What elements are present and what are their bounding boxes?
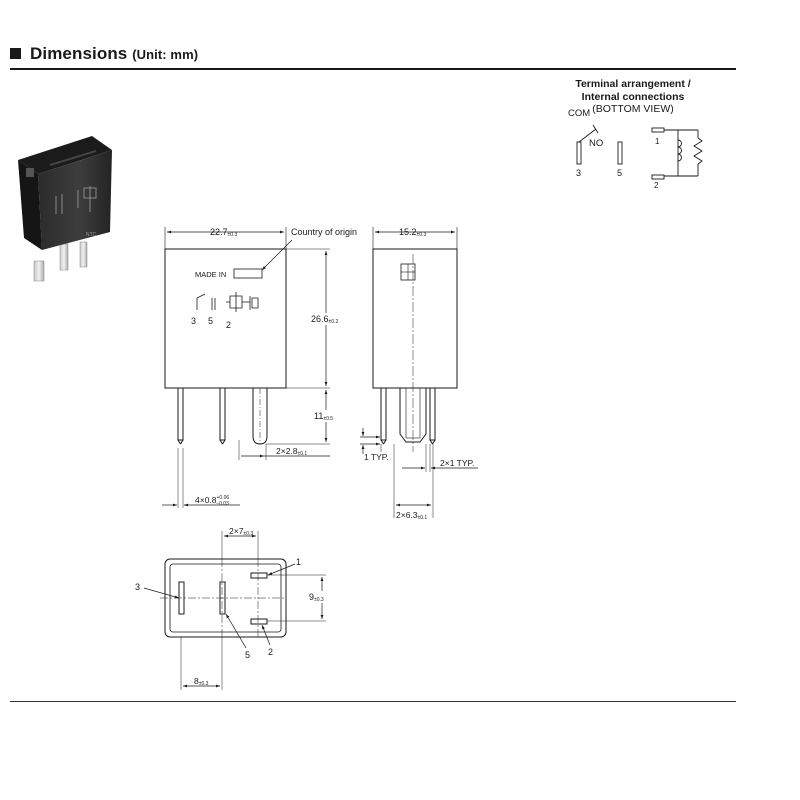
bottom-top-dim: 2×7±0.3 bbox=[229, 526, 253, 537]
bottom-label-5: 5 bbox=[245, 650, 250, 660]
front-label-2: 2 bbox=[226, 320, 231, 330]
side-typ-2: 2×1 TYP. bbox=[440, 458, 474, 468]
front-pin-width-dim: 4×0.8+0.06−0.03 bbox=[195, 495, 229, 507]
side-typ-1: 1 TYP. bbox=[364, 452, 389, 462]
schematic-label-5: 5 bbox=[617, 168, 622, 178]
label-com: COM bbox=[568, 108, 590, 119]
bottom-bottom-dim: 8±0.3 bbox=[194, 676, 209, 687]
bottom-right-dim: 9±0.3 bbox=[309, 592, 324, 603]
terminal-heading-line1: Terminal arrangement / bbox=[575, 78, 691, 90]
schematic-pin-2 bbox=[651, 174, 665, 180]
front-pin-2 bbox=[219, 387, 226, 441]
photo-top-ridge bbox=[49, 150, 97, 166]
front-pitch-dim: 2×2.8±0.1 bbox=[276, 446, 307, 457]
side-view: 15.2±0.3 1 TYP. 2×1 TYP. 2×6.3±0.1 bbox=[360, 227, 478, 521]
side-pin-left bbox=[380, 387, 387, 441]
title-unit: (Unit: mm) bbox=[132, 47, 199, 62]
schematic-label-2: 2 bbox=[654, 181, 659, 190]
bottom-pin-2 bbox=[250, 618, 268, 625]
terminal-heading-line3: (BOTTOM VIEW) bbox=[592, 103, 674, 115]
country-of-origin-label: Country of origin bbox=[291, 227, 357, 237]
schematic-switch-arm bbox=[578, 128, 597, 143]
photo-front-face bbox=[38, 150, 112, 250]
photo-window bbox=[26, 168, 34, 177]
made-in-label: MADE IN bbox=[195, 270, 226, 279]
schematic-label-3: 3 bbox=[576, 168, 581, 178]
photo-pin-2 bbox=[59, 243, 69, 271]
terminal-schematic: COM NO 3 5 1 2 bbox=[568, 108, 703, 190]
schematic-coil-icon bbox=[677, 139, 682, 162]
section-bullet-icon bbox=[10, 48, 21, 59]
bottom-label-1: 1 bbox=[296, 557, 301, 567]
bottom-label-3: 3 bbox=[135, 582, 140, 592]
side-spacing-dim: 2×6.3±0.1 bbox=[396, 510, 427, 521]
side-pin-center bbox=[399, 388, 427, 443]
bottom-pin-5 bbox=[219, 581, 226, 615]
title-text: Dimensions bbox=[30, 44, 128, 63]
schematic-pin-1 bbox=[651, 127, 665, 133]
front-schematic-print bbox=[196, 292, 259, 312]
made-in-box bbox=[233, 268, 263, 279]
schematic-label-1: 1 bbox=[655, 137, 660, 146]
footer-divider bbox=[10, 701, 736, 702]
bottom-label-2: 2 bbox=[268, 647, 273, 657]
photo-top-face bbox=[18, 136, 112, 174]
label-no: NO bbox=[589, 138, 603, 149]
photo-schematic-print bbox=[55, 186, 97, 214]
photo-pin-3 bbox=[79, 241, 88, 268]
front-height-dim: 26.6±0.2 bbox=[311, 314, 338, 325]
bottom-view: 2×7±0.3 9±0.3 3 1 5 2 8±0.3 bbox=[135, 526, 335, 690]
terminal-heading-line2: Internal connections bbox=[581, 90, 685, 103]
schematic-pin-3 bbox=[576, 141, 582, 165]
relay-photo: NTC bbox=[18, 136, 112, 282]
photo-side-face bbox=[18, 160, 42, 250]
side-pin-right bbox=[429, 387, 436, 441]
photo-marking: NTC bbox=[86, 232, 97, 238]
country-leader bbox=[261, 239, 293, 271]
schematic-pin-5 bbox=[617, 141, 623, 165]
bottom-pin-1 bbox=[250, 572, 268, 579]
front-label-5: 5 bbox=[208, 316, 213, 326]
section-header: Dimensions (Unit: mm) bbox=[10, 44, 736, 70]
side-width-dim: 15.2±0.3 bbox=[399, 227, 426, 238]
terminal-arrangement-heading: Terminal arrangement / Internal connecti… bbox=[560, 78, 706, 116]
front-label-3: 3 bbox=[191, 316, 196, 326]
front-pin-length-dim: 11±0.5 bbox=[314, 411, 333, 422]
front-width-dim: 22.7±0.3 bbox=[210, 227, 237, 238]
photo-pin-1 bbox=[33, 260, 45, 282]
section-title: Dimensions (Unit: mm) bbox=[30, 44, 198, 64]
front-pin-1 bbox=[177, 387, 184, 441]
front-view: 22.7±0.3 Country of origin MADE IN 26.6±… bbox=[162, 227, 357, 508]
schematic-resistor-icon bbox=[693, 137, 703, 165]
